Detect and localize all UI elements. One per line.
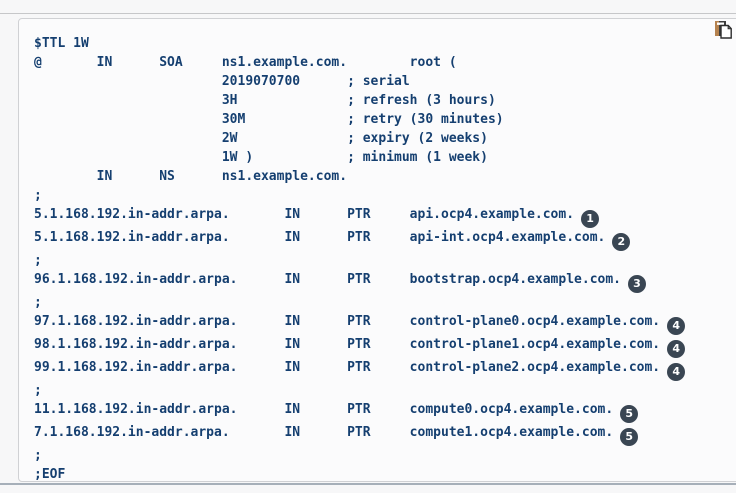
code-line: 99.1.168.192.in-addr.arpa. IN PTR contro…	[34, 358, 736, 381]
code-line-text: 7.1.168.192.in-addr.arpa. IN PTR compute…	[34, 425, 614, 440]
code-line: ;EOF	[34, 465, 736, 482]
code-line: ;	[34, 381, 736, 400]
code-line-text: $TTL 1W	[34, 36, 89, 51]
callout-badge: 3	[628, 275, 646, 293]
code-line-text: IN NS ns1.example.com.	[34, 169, 348, 184]
code-line: 97.1.168.192.in-addr.arpa. IN PTR contro…	[34, 312, 736, 335]
code-line-text: 97.1.168.192.in-addr.arpa. IN PTR contro…	[34, 314, 661, 329]
code-block: $TTL 1W@ IN SOA ns1.example.com. root ( …	[18, 18, 736, 482]
code-line: ;	[34, 446, 736, 465]
code-line: 30M ; retry (30 minutes)	[34, 110, 736, 129]
code-line: 5.1.168.192.in-addr.arpa. IN PTR api-int…	[34, 228, 736, 251]
code-line-text: 2019070700 ; serial	[34, 74, 410, 89]
copy-icon	[715, 21, 732, 39]
callout-badge: 4	[667, 340, 686, 358]
code-line-text: ;EOF	[34, 467, 66, 482]
code-line-text: ;	[34, 188, 42, 203]
code-line-text: 5.1.168.192.in-addr.arpa. IN PTR api-int…	[34, 230, 606, 245]
callout-badge: 2	[612, 233, 631, 251]
code-lines: $TTL 1W@ IN SOA ns1.example.com. root ( …	[34, 34, 736, 482]
code-line: 3H ; refresh (3 hours)	[34, 91, 736, 110]
code-line: 2019070700 ; serial	[34, 72, 736, 91]
callout-badge: 4	[667, 317, 686, 335]
code-line-text: ;	[34, 448, 42, 463]
code-line: 98.1.168.192.in-addr.arpa. IN PTR contro…	[34, 335, 736, 358]
code-line: @ IN SOA ns1.example.com. root (	[34, 53, 736, 72]
code-line-text: 3H ; refresh (3 hours)	[34, 93, 496, 108]
code-line-text: 96.1.168.192.in-addr.arpa. IN PTR bootst…	[34, 272, 621, 287]
code-line: 11.1.168.192.in-addr.arpa. IN PTR comput…	[34, 400, 736, 423]
code-line: ;	[34, 293, 736, 312]
code-line-text: 98.1.168.192.in-addr.arpa. IN PTR contro…	[34, 337, 661, 352]
code-line: ;	[34, 251, 736, 270]
code-line-text: ;	[34, 383, 42, 398]
callout-badge: 5	[620, 428, 639, 446]
code-line-text: 30M ; retry (30 minutes)	[34, 112, 504, 127]
code-line-text: 99.1.168.192.in-addr.arpa. IN PTR contro…	[34, 360, 661, 375]
code-line: 1W ) ; minimum (1 week)	[34, 148, 736, 167]
code-line-text: 5.1.168.192.in-addr.arpa. IN PTR api.ocp…	[34, 207, 575, 222]
code-line-text: 11.1.168.192.in-addr.arpa. IN PTR comput…	[34, 402, 614, 417]
code-line: 5.1.168.192.in-addr.arpa. IN PTR api.ocp…	[34, 205, 736, 228]
code-line: 7.1.168.192.in-addr.arpa. IN PTR compute…	[34, 423, 736, 446]
callout-badge: 5	[620, 405, 639, 423]
code-line-text: 2W ; expiry (2 weeks)	[34, 131, 488, 146]
callout-badge: 4	[667, 363, 686, 381]
bottom-divider	[0, 483, 736, 485]
code-line-text: 1W ) ; minimum (1 week)	[34, 150, 488, 165]
copy-button[interactable]	[713, 20, 733, 40]
code-line-text: @ IN SOA ns1.example.com. root (	[34, 55, 457, 70]
code-line: IN NS ns1.example.com.	[34, 167, 736, 186]
code-line: 96.1.168.192.in-addr.arpa. IN PTR bootst…	[34, 270, 736, 293]
top-divider	[0, 13, 736, 14]
code-line-text: ;	[34, 253, 42, 268]
code-line-text: ;	[34, 295, 42, 310]
callout-badge: 1	[581, 210, 600, 228]
code-line: 2W ; expiry (2 weeks)	[34, 129, 736, 148]
code-line: $TTL 1W	[34, 34, 736, 53]
code-line: ;	[34, 186, 736, 205]
